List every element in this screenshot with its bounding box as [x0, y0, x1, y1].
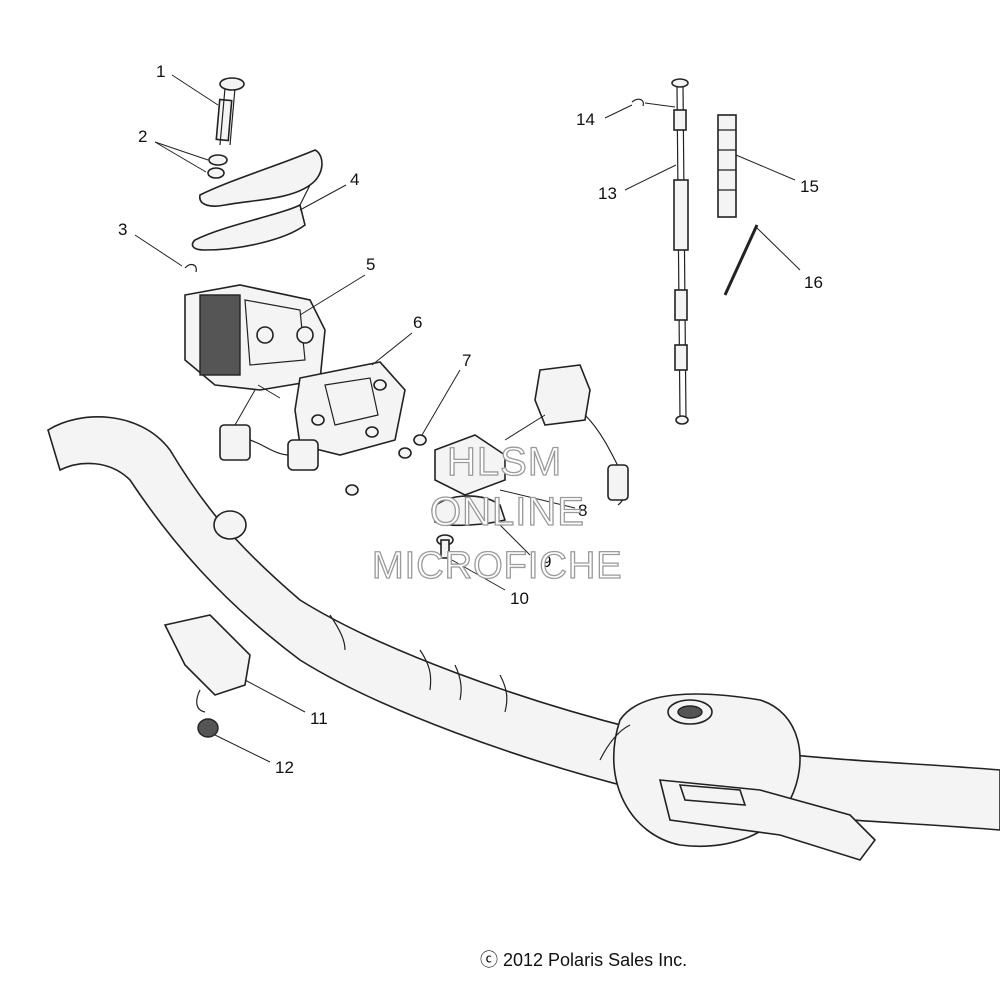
callout-9: 9: [542, 552, 551, 571]
part-13-cable: [624, 78, 689, 425]
part-16-tie: [723, 224, 801, 296]
callout-1: 1: [156, 62, 165, 81]
part-3-clip: [134, 234, 197, 273]
callout-8: 8: [578, 501, 587, 520]
part-10-screw: [436, 534, 506, 591]
part-7-screws: [345, 369, 461, 496]
callout-16: 16: [804, 273, 823, 292]
callout-13: 13: [598, 184, 617, 203]
part-12-grommet: [197, 718, 271, 763]
handlebar: [47, 416, 1000, 831]
callout-labels: 1 2 3 4 5 6 7 8 9 10 11 12 13 14 15 16: [118, 62, 823, 777]
part-14-clip: [604, 98, 676, 119]
callout-5: 5: [366, 255, 375, 274]
callout-11: 11: [310, 709, 328, 728]
callout-15: 15: [800, 177, 819, 196]
part-1-bolt: [171, 74, 245, 146]
copyright-text: ⓒ 2012 Polaris Sales Inc.: [480, 950, 688, 970]
part-11-cover: [163, 614, 306, 713]
watermark-line-3: MICROFICHE: [372, 545, 623, 587]
part-9-clamp: [431, 495, 531, 556]
callout-12: 12: [275, 758, 294, 777]
brake-lever-assembly: [599, 693, 877, 861]
connector-left: [219, 384, 319, 471]
part-4-bracket: [191, 149, 347, 251]
watermark-line-1: HLSM: [447, 440, 562, 484]
callout-10: 10: [510, 589, 529, 608]
watermark: HLSM ONLINE MICROFICHE: [371, 439, 623, 587]
part-8-switch: [434, 364, 629, 509]
callout-6: 6: [413, 313, 422, 332]
callout-7: 7: [462, 351, 471, 370]
callout-2: 2: [138, 127, 147, 146]
callout-14: 14: [576, 110, 595, 129]
watermark-line-2: ONLINE: [430, 490, 585, 534]
callout-3: 3: [118, 220, 127, 239]
part-2-washer: [154, 141, 228, 179]
callout-4: 4: [350, 170, 359, 189]
part-15-sleeve: [717, 114, 796, 218]
